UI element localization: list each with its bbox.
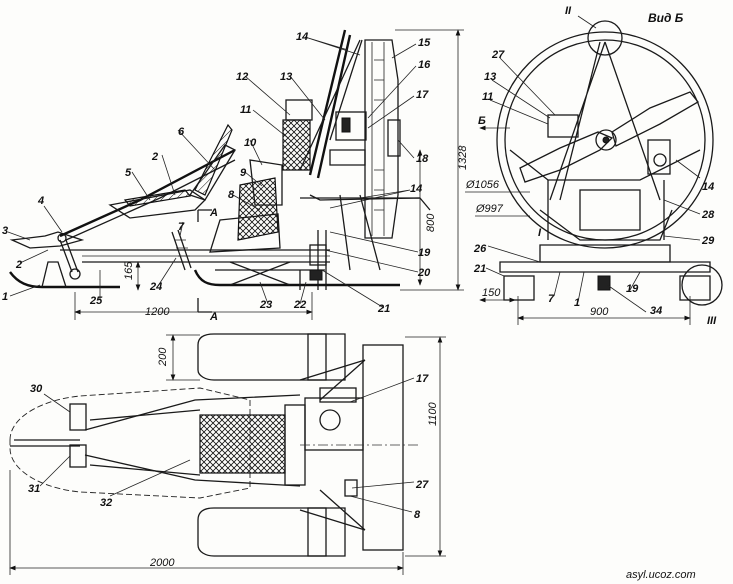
front-label-7: 7 (548, 293, 555, 305)
dim-d1056: Ø1056 (465, 179, 500, 191)
front-label-28: 28 (701, 209, 715, 221)
front-label-11: 11 (482, 91, 493, 103)
plan-label-17: 17 (416, 373, 429, 385)
roman-mark-2: II (565, 5, 572, 17)
side-label-6: 6 (178, 126, 185, 138)
dim-d997: Ø997 (475, 203, 504, 215)
front-label-26: 26 (473, 243, 487, 255)
side-label-15: 15 (418, 37, 431, 49)
rear-ski-top (197, 333, 346, 381)
propeller-blade-right (611, 91, 699, 147)
plan-label-32: 32 (100, 497, 112, 509)
front-label-13: 13 (484, 71, 496, 83)
side-label-4: 4 (37, 195, 44, 207)
plan-label-30: 30 (30, 383, 43, 395)
watermark: asyl.ucoz.com (626, 569, 696, 581)
roman-mark-1: I (538, 227, 542, 239)
side-label-14b: 14 (410, 183, 422, 195)
section-mark-a-top: А (209, 207, 218, 219)
front-label-21: 21 (473, 263, 486, 275)
duct-outer-ring (496, 31, 714, 249)
plan-label-27: 27 (415, 479, 429, 491)
plan-view: 200 1100 2000 30 31 32 17 27 8 (9, 333, 446, 575)
side-label-24: 24 (149, 281, 162, 293)
dim-1328: 1328 (457, 145, 469, 170)
side-label-3: 3 (2, 225, 8, 237)
side-label-18: 18 (416, 153, 429, 165)
side-view: А А 1200 165 800 1328 (2, 29, 469, 323)
dim-1100: 1100 (427, 401, 439, 426)
front-label-14: 14 (702, 181, 714, 193)
side-label-16: 16 (418, 59, 431, 71)
side-label-9: 9 (240, 167, 247, 179)
side-label-7: 7 (178, 221, 185, 233)
front-label-27: 27 (491, 49, 505, 61)
rear-ski-bottom (197, 507, 346, 557)
plan-fan-duct (362, 344, 404, 551)
dim-900: 900 (590, 306, 609, 318)
front-label-19: 19 (626, 283, 639, 295)
side-label-2a: 2 (15, 259, 22, 271)
dim-165: 165 (123, 261, 135, 280)
dim-800: 800 (425, 213, 437, 232)
dim-200: 200 (157, 347, 169, 367)
front-label-1: 1 (574, 297, 580, 309)
side-label-22: 22 (293, 299, 306, 311)
section-mark-a-bottom: А (209, 311, 218, 323)
plan-label-8: 8 (414, 509, 421, 521)
side-label-8: 8 (228, 189, 235, 201)
front-label-34: 34 (650, 305, 662, 317)
propeller-duct-side (364, 39, 399, 239)
side-label-17: 17 (416, 89, 429, 101)
side-label-13: 13 (280, 71, 292, 83)
side-label-1: 1 (2, 291, 8, 303)
front-view: Вид Б II III I Б Ø1056 (465, 5, 723, 327)
side-label-12: 12 (236, 71, 248, 83)
side-label-23: 23 (259, 299, 272, 311)
arrow-b-label: Б (478, 115, 486, 127)
roman-mark-3: III (707, 315, 717, 327)
plan-label-31: 31 (28, 483, 40, 495)
side-label-19: 19 (418, 247, 431, 259)
propeller-blade-left (519, 131, 614, 183)
side-label-10: 10 (244, 137, 257, 149)
dim-150: 150 (482, 287, 501, 299)
dim-1200: 1200 (145, 306, 170, 318)
side-label-11: 11 (240, 104, 251, 116)
dim-2000: 2000 (149, 557, 175, 569)
side-leaders (7, 36, 419, 309)
front-leaders (485, 57, 701, 313)
side-label-5: 5 (125, 167, 132, 179)
side-label-20: 20 (417, 267, 431, 279)
side-label-21: 21 (377, 303, 390, 315)
side-label-2b: 2 (151, 151, 158, 163)
plan-seat-mesh (199, 414, 286, 474)
view-title: Вид Б (648, 11, 684, 25)
side-label-14a: 14 (296, 31, 308, 43)
plan-leaders (39, 377, 415, 513)
front-ski (9, 271, 120, 289)
front-label-29: 29 (701, 235, 715, 247)
side-label-25: 25 (89, 295, 103, 307)
